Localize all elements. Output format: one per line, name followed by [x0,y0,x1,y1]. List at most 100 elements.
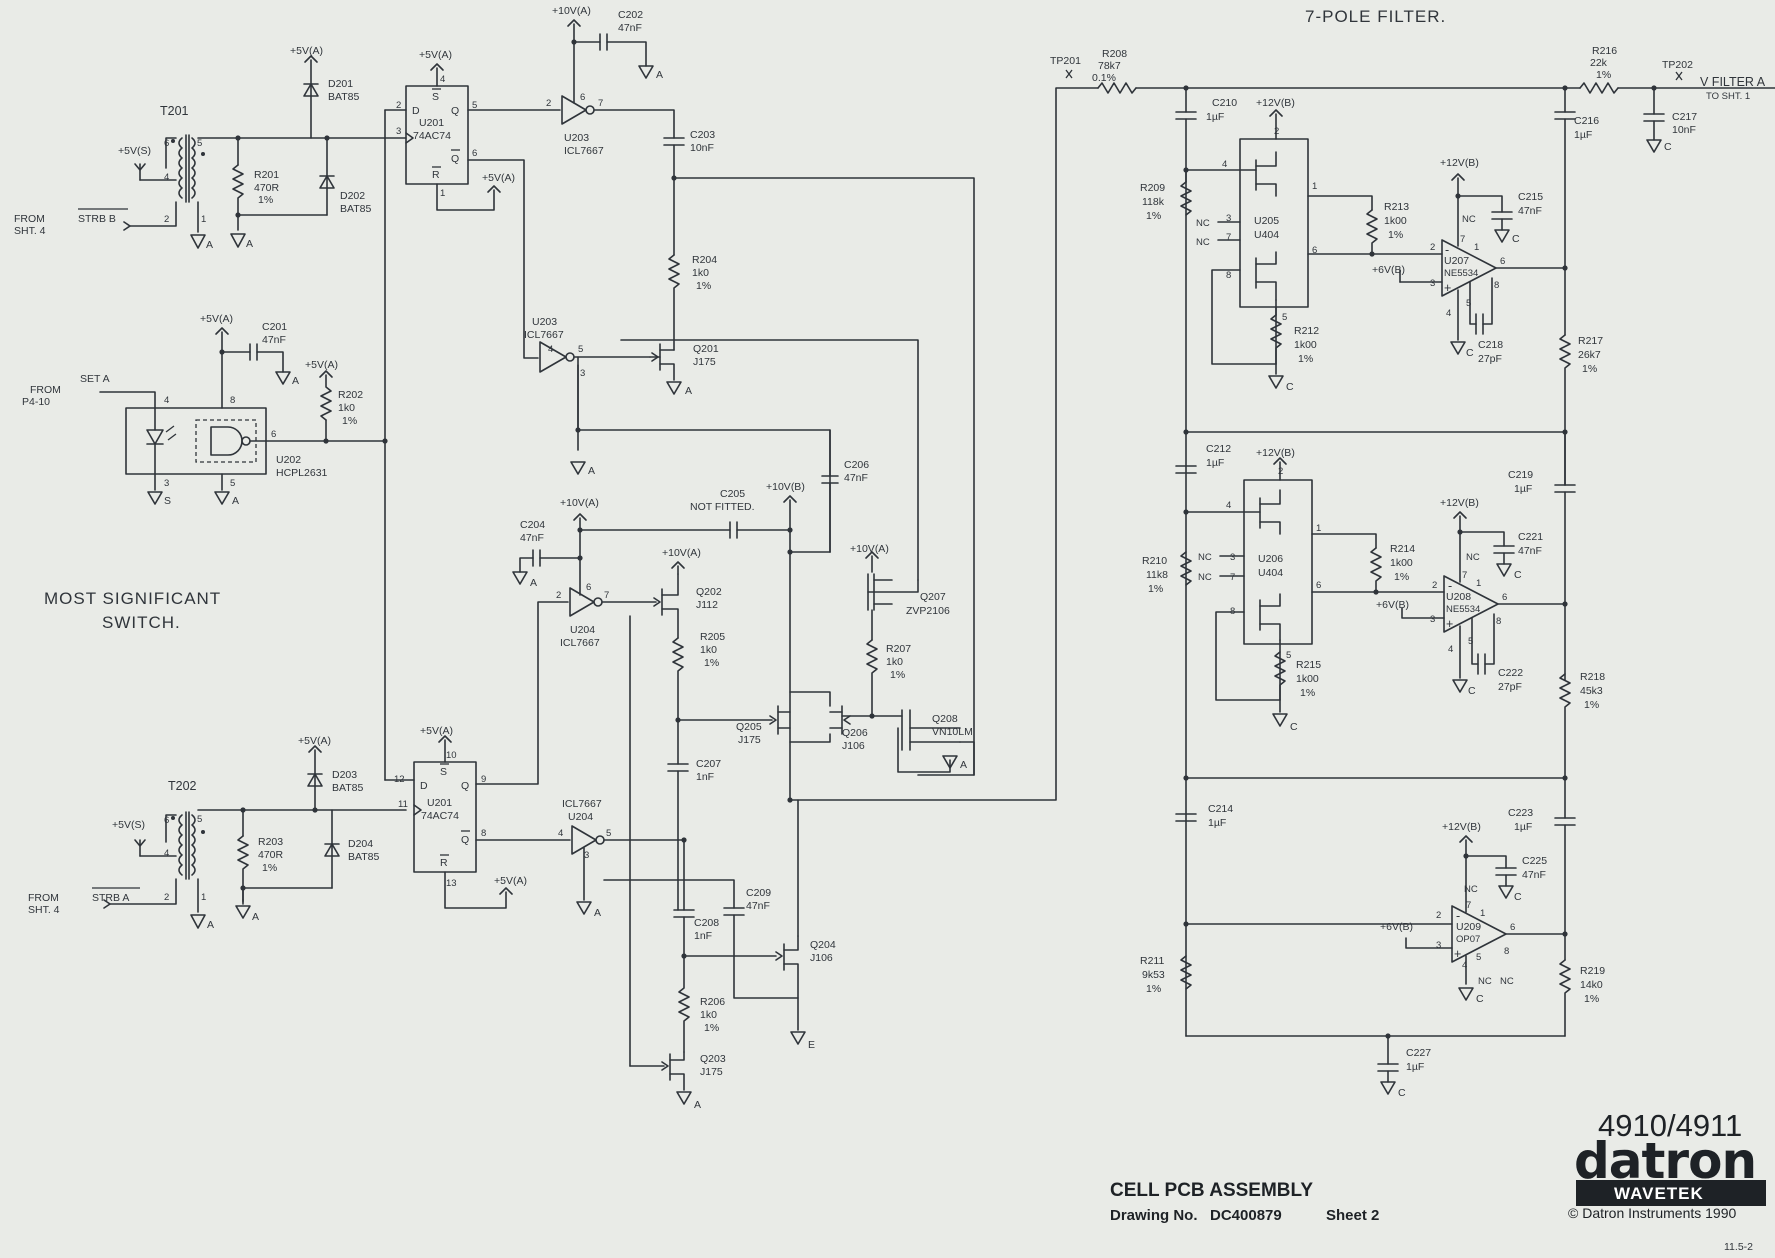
q207-label: Q207 [920,591,946,603]
svg-text:C: C [1466,347,1474,359]
svg-text:22k: 22k [1590,57,1608,69]
svg-text:47nF: 47nF [1518,545,1542,557]
svg-text:1: 1 [1480,908,1485,919]
svg-text:+12V(B): +12V(B) [1256,447,1295,459]
svg-text:C: C [1514,891,1522,903]
svg-text:NC: NC [1462,214,1476,225]
svg-text:U404: U404 [1254,229,1279,241]
svg-text:+5V(A): +5V(A) [290,45,323,57]
svg-text:J106: J106 [842,740,865,752]
switch-heading-line1: MOST SIGNIFICANT [44,589,221,608]
svg-text:1: 1 [1474,242,1479,253]
drawing-number-label: Drawing No. [1110,1207,1198,1224]
svg-text:10nF: 10nF [690,142,714,154]
jfet-q203 [661,1051,685,1091]
svg-text:1k0: 1k0 [886,656,903,668]
svg-text:2: 2 [164,892,169,903]
svg-text:A: A [246,238,253,250]
t202-label: T202 [168,779,197,793]
svg-text:+12V(B): +12V(B) [1440,157,1479,169]
svg-text:47nF: 47nF [520,532,544,544]
svg-text:6: 6 [1500,256,1505,267]
svg-text:U207: U207 [1444,255,1469,267]
svg-text:1%: 1% [1388,229,1403,241]
q203-label: Q203 [700,1053,726,1065]
svg-text:NC: NC [1500,976,1514,987]
svg-text:5: 5 [197,814,202,825]
svg-text:J106: J106 [810,952,833,964]
strb-b-label: STRB B [78,213,116,225]
svg-text:9: 9 [481,774,486,785]
u202-label: U202 [276,454,301,466]
svg-text:1%: 1% [1394,571,1409,583]
svg-text:1: 1 [201,892,206,903]
svg-text:4: 4 [164,848,169,859]
svg-text:A: A [292,375,299,387]
svg-text:ZVP2106: ZVP2106 [906,605,950,617]
drawing-number: DC400879 [1210,1207,1282,1224]
svg-text:R: R [440,857,448,869]
svg-text:+5V(A): +5V(A) [482,172,515,184]
svg-text:TO SHT. 1: TO SHT. 1 [1706,91,1750,102]
from-sht4-b-label: FROM [14,213,45,225]
svg-text:6: 6 [1312,245,1317,256]
jfet-q201 [649,343,675,381]
optocoupler-u202 [125,407,267,475]
svg-text:A: A [232,495,239,507]
svg-text:A: A [656,69,663,81]
svg-text:1µF: 1µF [1208,817,1226,829]
r217-label: R217 [1578,335,1603,347]
svg-text:A: A [694,1099,701,1111]
svg-text:3: 3 [164,478,169,489]
svg-text:NE5534: NE5534 [1446,604,1480,615]
svg-text:C: C [1468,685,1476,697]
svg-text:7: 7 [1230,572,1235,583]
svg-text:+: + [1446,617,1453,631]
svg-text:470R: 470R [254,182,280,194]
svg-text:+10V(A): +10V(A) [662,547,701,559]
svg-text:NC: NC [1464,884,1478,895]
svg-text:1µF: 1µF [1514,483,1532,495]
svg-text:1%: 1% [704,657,719,669]
svg-text:U208: U208 [1446,591,1471,603]
svg-text:1%: 1% [1582,363,1597,375]
svg-text:1: 1 [1476,578,1481,589]
model-number: 4910/4911 [1598,1108,1742,1143]
rail-5vs-t201: +5V(S) [118,145,151,157]
r214-label: R214 [1390,543,1415,555]
svg-text:S: S [164,495,171,507]
c216-label: C216 [1574,115,1599,127]
title-block: 4910/4911 datron WAVETEK CELL PCB ASSEMB… [1110,1108,1766,1253]
svg-text:10: 10 [446,750,457,761]
svg-text:1: 1 [440,188,445,199]
svg-text:E: E [808,1039,815,1051]
svg-text:47nF: 47nF [844,472,868,484]
svg-text:8: 8 [481,828,486,839]
svg-text:1%: 1% [890,669,905,681]
svg-text:1%: 1% [1146,210,1161,222]
svg-text:11k8: 11k8 [1146,569,1168,581]
svg-text:A: A [206,239,213,251]
flipflop-u201-a: U201 74AC74 D Q Q S R [405,85,469,185]
drawing-title: CELL PCB ASSEMBLY [1110,1180,1313,1201]
svg-text:1µF: 1µF [1406,1061,1424,1073]
c217-label: C217 [1672,111,1697,123]
svg-text:R: R [432,169,440,181]
c205-label: C205 [720,488,745,500]
svg-text:ICL7667: ICL7667 [564,145,604,157]
r204-label: R204 [692,254,717,266]
svg-text:J175: J175 [700,1066,723,1078]
svg-text:+6V(B): +6V(B) [1372,264,1405,276]
svg-text:13: 13 [446,878,457,889]
svg-text:BAT85: BAT85 [340,203,371,215]
svg-text:27pF: 27pF [1478,353,1502,365]
svg-text:1k0: 1k0 [692,267,709,279]
q205-label: Q205 [736,721,762,733]
svg-text:NC: NC [1196,237,1210,248]
svg-text:+5V(A): +5V(A) [200,313,233,325]
svg-text:470R: 470R [258,849,284,861]
svg-text:7: 7 [598,98,603,109]
svg-text:VN10LM: VN10LM [932,726,973,738]
svg-text:-: - [1445,243,1449,257]
